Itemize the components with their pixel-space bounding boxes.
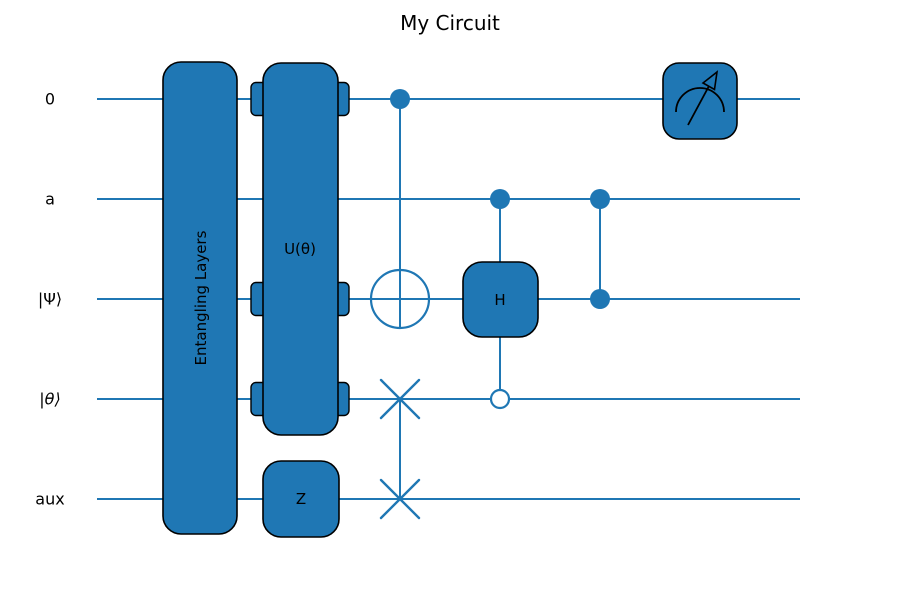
wire-label-0: 0 <box>45 90 55 109</box>
z-gate-box <box>262 460 340 538</box>
circuit-title: My Circuit <box>400 11 500 35</box>
u-theta-label: U(θ) <box>284 240 316 258</box>
swap-gate <box>379 378 421 520</box>
h-gate-box <box>462 261 539 338</box>
gauge-arrow-icon <box>675 70 725 126</box>
cnot-target-icon <box>369 268 431 330</box>
swap-x-icon-aux <box>379 478 421 520</box>
z-gate: Z <box>262 460 340 538</box>
h-gate-label: H <box>494 291 505 309</box>
wire-label-a: a <box>45 190 55 209</box>
controlled-h-open-control-dot <box>489 388 511 410</box>
cnot-gate <box>369 89 431 330</box>
u-theta-gate: U(θ) <box>250 62 350 436</box>
wire-label-aux: aux <box>35 490 64 509</box>
entangling-layers-label: Entangling Layers <box>192 230 210 365</box>
wire-label-theta: |θ⟩ <box>39 390 60 409</box>
wire-label-psi: |Ψ⟩ <box>38 290 62 309</box>
cnot-control-dot <box>390 89 410 109</box>
controlled-h-gate: H <box>462 189 539 410</box>
z-gate-label: Z <box>296 490 306 508</box>
cz-gate <box>590 189 610 309</box>
controlled-h-filled-control-dot <box>490 189 510 209</box>
u-theta-box <box>262 62 339 436</box>
cz-control-dot-a <box>590 189 610 209</box>
cz-control-dot-psi <box>590 289 610 309</box>
swap-x-icon-theta <box>379 378 421 420</box>
measurement-gate <box>662 62 738 140</box>
entangling-layers-box <box>162 61 238 535</box>
entangling-layers-gate: Entangling Layers <box>162 61 238 535</box>
